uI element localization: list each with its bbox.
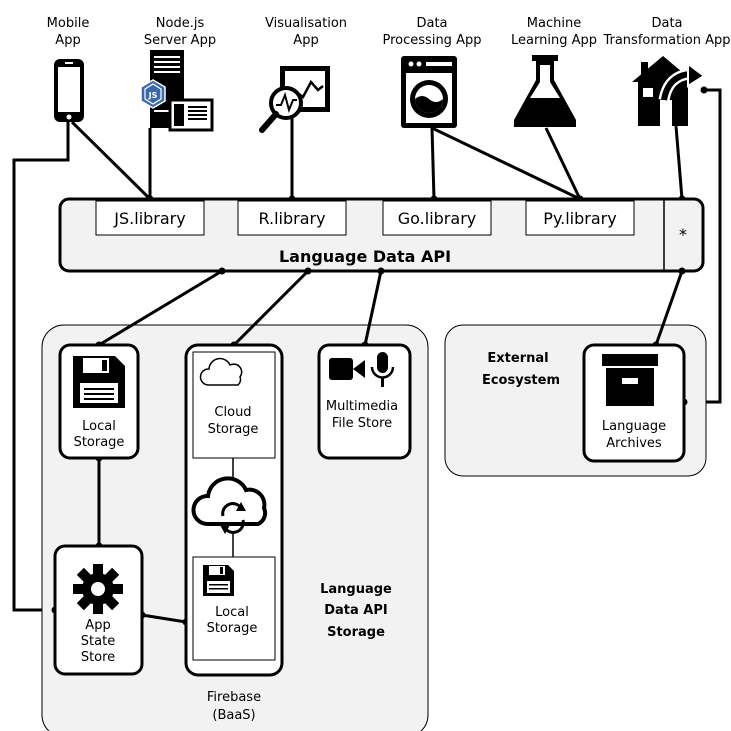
app-label-transform-2: Transformation App: [602, 33, 730, 48]
wire-dataproc-go: [430, 127, 436, 200]
small-floppy-disk-icon: [203, 565, 234, 596]
app-state-label-3: Store: [81, 650, 115, 665]
r-library-label: R.library: [258, 209, 325, 228]
floppy-disk-icon: [73, 356, 125, 408]
app-connections: [12, 86, 722, 612]
house-arrow-icon: [632, 56, 706, 126]
multimedia-label-1: Multimedia: [326, 399, 398, 414]
wire-api-firebase: [232, 269, 310, 347]
language-data-api: * JS.library R.library Go.library Py.lib…: [58, 197, 705, 273]
wire-mobile-js: [70, 120, 152, 201]
wire-mobile-appstate: [12, 122, 70, 612]
multimedia-file-store-node: Multimedia File Store: [317, 343, 412, 460]
api-wildcard: *: [679, 225, 687, 244]
wire-api-local: [98, 269, 223, 347]
archive-box-icon: [602, 354, 658, 406]
multimedia-label-2: File Store: [332, 416, 392, 431]
local-storage-label-1: Local: [82, 419, 116, 434]
firebase-label-2: (BaaS): [212, 708, 255, 723]
cloud-sync-icon: [191, 476, 268, 534]
app-labels: Mobile App Node.js Server App Visualisat…: [47, 16, 731, 48]
firebase-label-1: Firebase: [207, 690, 261, 705]
mobile-phone-icon: [54, 59, 84, 122]
api-title: Language Data API: [279, 247, 451, 266]
app-label-ml-1: Machine: [527, 16, 581, 31]
external-title-2: Ecosystem: [482, 373, 560, 388]
app-label-vis-2: App: [293, 33, 318, 48]
cloud-storage-label-1: Cloud: [214, 405, 251, 420]
app-state-store-node: App State Store: [53, 544, 144, 676]
cloud-icon: [199, 357, 243, 386]
flask-icon: [514, 55, 576, 127]
py-library-label: Py.library: [543, 209, 616, 228]
firebase-local-label-2: Storage: [207, 621, 258, 636]
firebase-local-label-1: Local: [215, 605, 249, 620]
js-library-label: JS.library: [113, 209, 185, 228]
gear-icon: [73, 564, 123, 614]
app-label-dataproc-1: Data: [416, 16, 447, 31]
archives-label-2: Archives: [606, 436, 662, 451]
wire-api-multimedia: [363, 270, 383, 346]
wire-transform-star: [674, 125, 684, 200]
app-label-node-2: Server App: [144, 33, 216, 48]
firebase-node: Cloud Storage Local Storage Firebase (Ba…: [184, 343, 284, 723]
storage-title-1: Language: [320, 582, 392, 597]
wire-dataproc-py: [431, 126, 581, 201]
wire-appstate-firebase: [141, 613, 187, 624]
app-label-node-1: Node.js: [156, 16, 205, 31]
app-label-vis-1: Visualisation: [265, 16, 347, 31]
chart-magnifier-icon: [259, 66, 330, 133]
language-archives-node: Language Archives: [582, 343, 686, 463]
wire-ml-py: [544, 127, 582, 200]
svg-text:JS: JS: [148, 91, 158, 100]
microphone-icon: [370, 352, 395, 387]
app-state-label-1: App: [85, 618, 110, 633]
wire-star-archives: [654, 270, 684, 346]
app-label-ml-2: Learning App: [511, 33, 597, 48]
washing-machine-icon: [401, 56, 457, 128]
local-storage-label-2: Storage: [74, 435, 125, 450]
external-title-1: External: [487, 351, 548, 366]
go-library-box: [382, 200, 492, 236]
cloud-storage-label-2: Storage: [208, 422, 259, 437]
app-state-label-2: State: [81, 634, 115, 649]
app-label-dataproc-2: Processing App: [383, 33, 482, 48]
app-label-mobile-2: App: [55, 33, 80, 48]
video-camera-icon: [329, 358, 365, 380]
r-library-box: [237, 200, 347, 236]
archives-label-1: Language: [602, 419, 666, 434]
nodejs-server-icon: JS: [140, 50, 214, 132]
go-library-label: Go.library: [398, 209, 476, 228]
storage-title-3: Storage: [327, 625, 385, 640]
local-storage-node: Local Storage: [58, 343, 140, 460]
js-library-box: [95, 200, 205, 236]
app-label-mobile-1: Mobile: [47, 16, 90, 31]
storage-title-2: Data API: [324, 603, 388, 618]
app-label-transform-1: Data: [651, 16, 682, 31]
py-library-box: [525, 200, 635, 236]
